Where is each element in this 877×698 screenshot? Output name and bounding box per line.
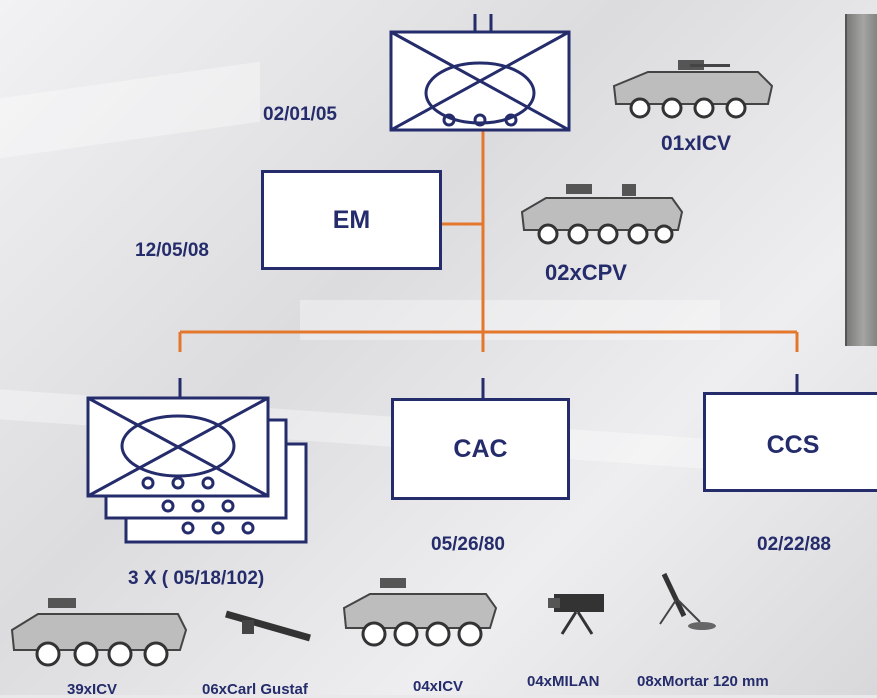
hq-strength: 02/01/05 — [263, 104, 337, 126]
icv-vehicle-icon — [608, 56, 778, 126]
cac-label: CAC — [394, 435, 567, 464]
equipment-label-0: 39xICV — [67, 681, 117, 698]
cac-strength: 05/26/80 — [431, 534, 505, 556]
ccs-label: CCS — [706, 431, 877, 460]
em-label: EM — [264, 206, 439, 235]
cpv-vehicle-icon — [516, 180, 686, 250]
hq-vehicle-label: 01xICV — [661, 132, 731, 156]
hq-symbol — [389, 30, 571, 132]
equipment-label-2: 04xICV — [413, 678, 463, 695]
equipment-label-4: 08xMortar 120 mm — [637, 673, 769, 690]
equipment-label-1: 06xCarl Gustaf — [202, 681, 308, 698]
recoilless-rifle-icon — [222, 606, 314, 646]
ccs-strength: 02/22/88 — [757, 534, 831, 556]
milan-launcher-icon — [548, 590, 608, 636]
mortar-icon — [640, 572, 720, 632]
cac-box: CAC — [391, 398, 570, 500]
companies-strength: 3 X ( 05/18/102) — [128, 568, 264, 590]
icv-vehicle-icon — [340, 576, 500, 656]
em-box: EM — [261, 170, 442, 270]
em-strength: 12/05/08 — [135, 240, 209, 262]
ccs-box: CCS — [703, 392, 877, 492]
em-vehicle-label: 02xCPV — [545, 260, 627, 286]
companies-symbol — [86, 396, 316, 550]
icv-vehicle-icon — [8, 596, 190, 672]
equipment-label-3: 04xMILAN — [527, 673, 600, 690]
